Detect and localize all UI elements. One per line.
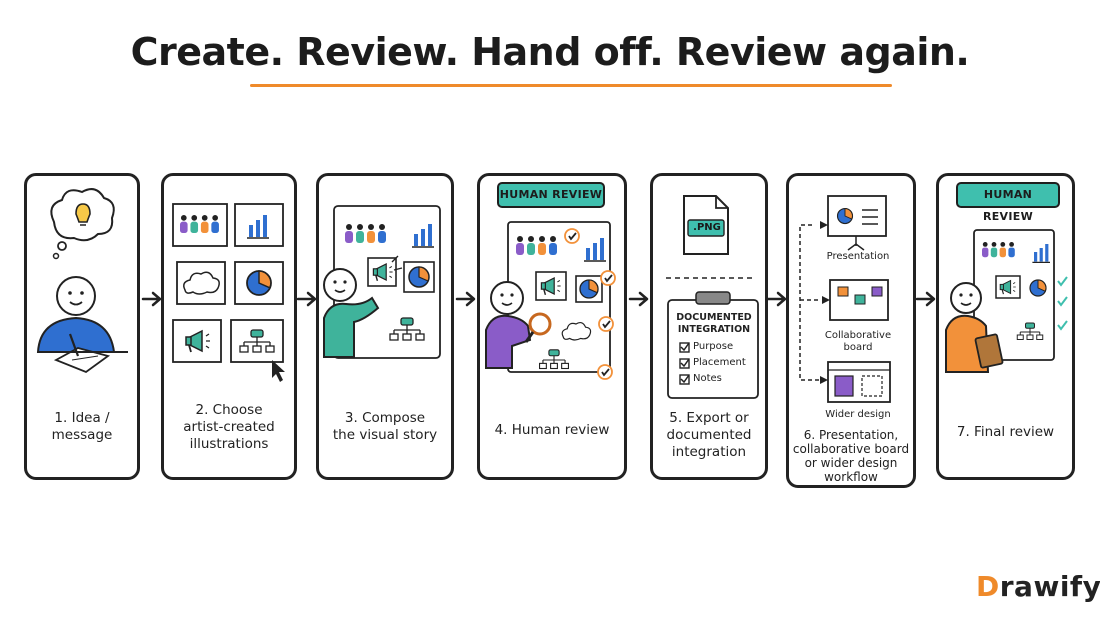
board-compose-icon — [323, 205, 441, 359]
clipboard-documented-icon — [667, 291, 759, 399]
clipboard-icon — [945, 229, 1068, 373]
drawify-logo: Drawify — [976, 570, 1100, 603]
checklist-item-purpose: Purpose — [693, 341, 734, 352]
human-review-badge-step-7: HUMAN REVIEW — [956, 182, 1060, 223]
lightbulb-thought-icon — [50, 188, 115, 260]
arrow-right-icon — [628, 291, 649, 307]
presentation-icon — [799, 195, 887, 384]
checklist-item-placement: Placement — [693, 357, 746, 368]
arrow-right-icon — [766, 291, 787, 307]
diagram-title: Create. Review. Hand off. Review again. — [130, 30, 970, 74]
png-label: .PNG — [693, 222, 721, 233]
person-writing — [36, 276, 128, 374]
destination-caption-presentation: Presentation — [826, 251, 890, 262]
step-label-1: 1. Idea /message — [51, 410, 113, 443]
collaborative-board-icon — [829, 279, 889, 321]
png-file-icon — [683, 195, 729, 255]
arrow-right-icon — [296, 291, 317, 307]
arrow-right-icon — [915, 291, 936, 307]
step-label-7: 7. Final review — [956, 424, 1055, 440]
human-review-badge-step-4: HUMAN REVIEW — [497, 182, 605, 208]
wider-design-icon — [827, 361, 891, 403]
arrow-right-icon — [455, 291, 476, 307]
magnifier-icon — [485, 221, 616, 380]
illustration-grid-icon — [172, 203, 285, 382]
destination-caption-wider-design: Wider design — [825, 409, 891, 420]
arrow-right-icon — [141, 291, 162, 307]
checklist-item-notes: Notes — [693, 373, 722, 384]
title-underline — [250, 84, 892, 87]
step-label-4: 4. Human review — [494, 422, 610, 438]
